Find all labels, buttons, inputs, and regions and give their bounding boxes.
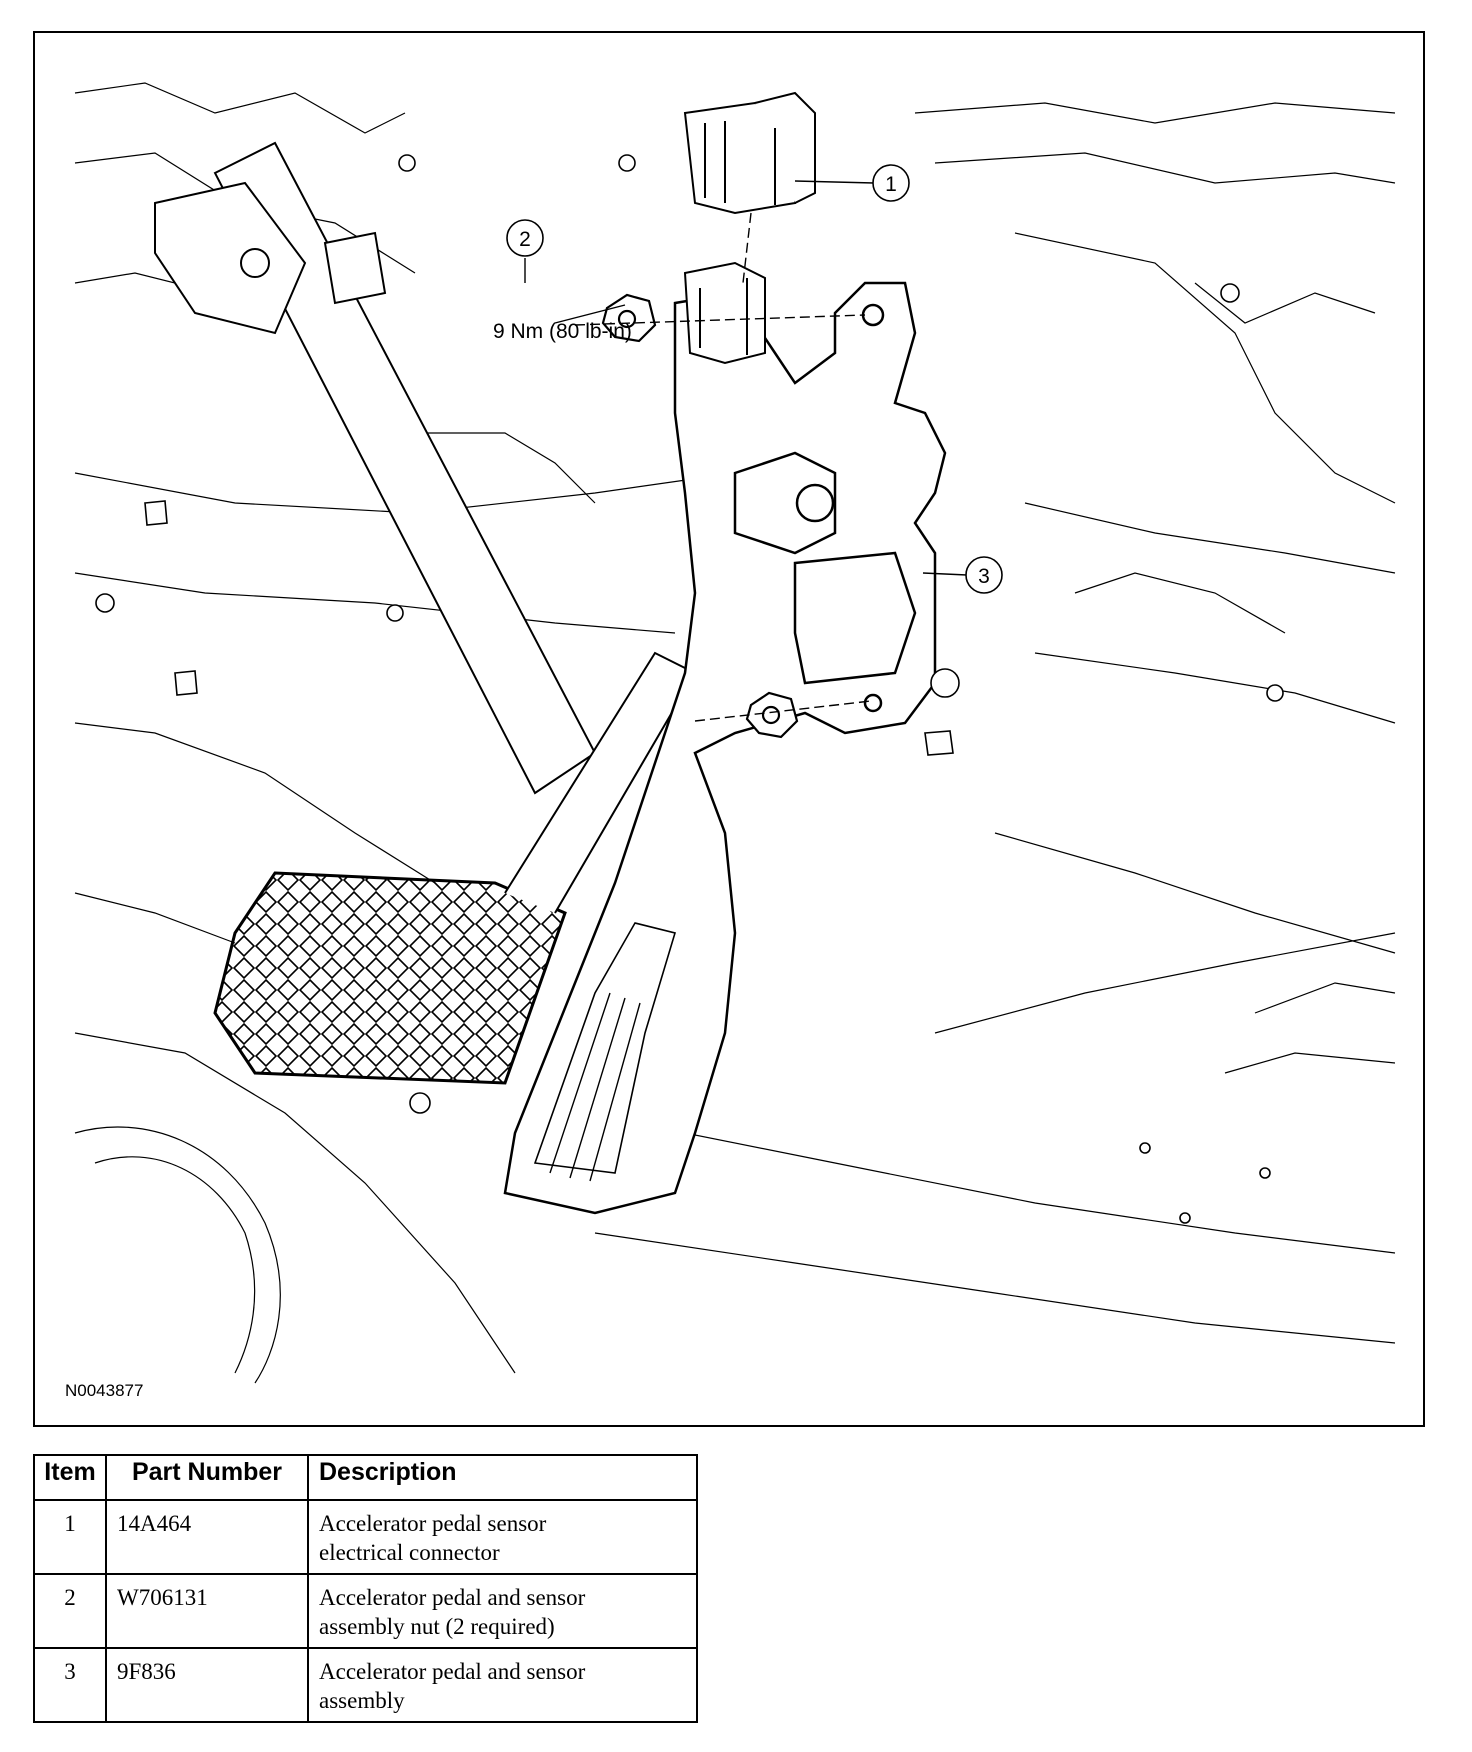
pedal-illustration: 1 2 3: [74, 82, 1396, 1384]
table-row: 1 14A464 Accelerator pedal sensor electr…: [33, 1499, 698, 1575]
row-description-line: Accelerator pedal and sensor: [319, 1585, 586, 1610]
row-description: Accelerator pedal sensor electrical conn…: [307, 1499, 698, 1575]
background-structure: [74, 82, 1396, 1384]
row-item: 1: [33, 1499, 107, 1575]
callout-2-number: 2: [519, 228, 531, 251]
callout-3-number: 3: [978, 565, 990, 588]
mounting-nuts: [601, 293, 799, 739]
table-row: 2 W706131 Accelerator pedal and sensor a…: [33, 1573, 698, 1649]
row-part-number: 9F836: [105, 1647, 309, 1723]
row-description: Accelerator pedal and sensor assembly nu…: [307, 1573, 698, 1649]
header-description: Description: [307, 1454, 698, 1501]
table-header-row: Item Part Number Description: [33, 1454, 698, 1501]
row-item: 2: [33, 1573, 107, 1649]
header-part-number: Part Number: [105, 1454, 309, 1501]
callout-3-circle: [965, 556, 1003, 594]
row-description-line: electrical connector: [319, 1540, 500, 1565]
callout-1-circle: [872, 164, 910, 202]
studs: [95, 154, 1284, 1224]
figure-id: N0043877: [65, 1381, 144, 1400]
figure-frame: 1 2 3 N0043877 9 Nm (80 lb-in): [33, 31, 1425, 1427]
installation-lines: [574, 212, 872, 722]
column-rod: [154, 141, 597, 795]
callout-1-number: 1: [885, 173, 897, 196]
leader-lines: [524, 180, 968, 576]
row-description-line: assembly nut (2 required): [319, 1614, 555, 1639]
callout-2-circle: [506, 219, 544, 257]
callout-circles: [506, 164, 1003, 594]
header-item: Item: [33, 1454, 107, 1501]
torque-spec-label: 9 Nm (80 lb-in): [493, 320, 632, 343]
row-description-line: assembly: [319, 1688, 405, 1713]
row-part-number: W706131: [105, 1573, 309, 1649]
row-description-line: Accelerator pedal and sensor: [319, 1659, 586, 1684]
sensor-connector: [683, 91, 816, 365]
brake-pedal: [213, 651, 697, 1085]
row-item: 3: [33, 1647, 107, 1723]
table-row: 3 9F836 Accelerator pedal and sensor ass…: [33, 1647, 698, 1723]
row-part-number: 14A464: [105, 1499, 309, 1575]
row-description-line: Accelerator pedal sensor: [319, 1511, 547, 1536]
row-description: Accelerator pedal and sensor assembly: [307, 1647, 698, 1723]
parts-table: Item Part Number Description 1 14A464 Ac…: [33, 1454, 698, 1723]
